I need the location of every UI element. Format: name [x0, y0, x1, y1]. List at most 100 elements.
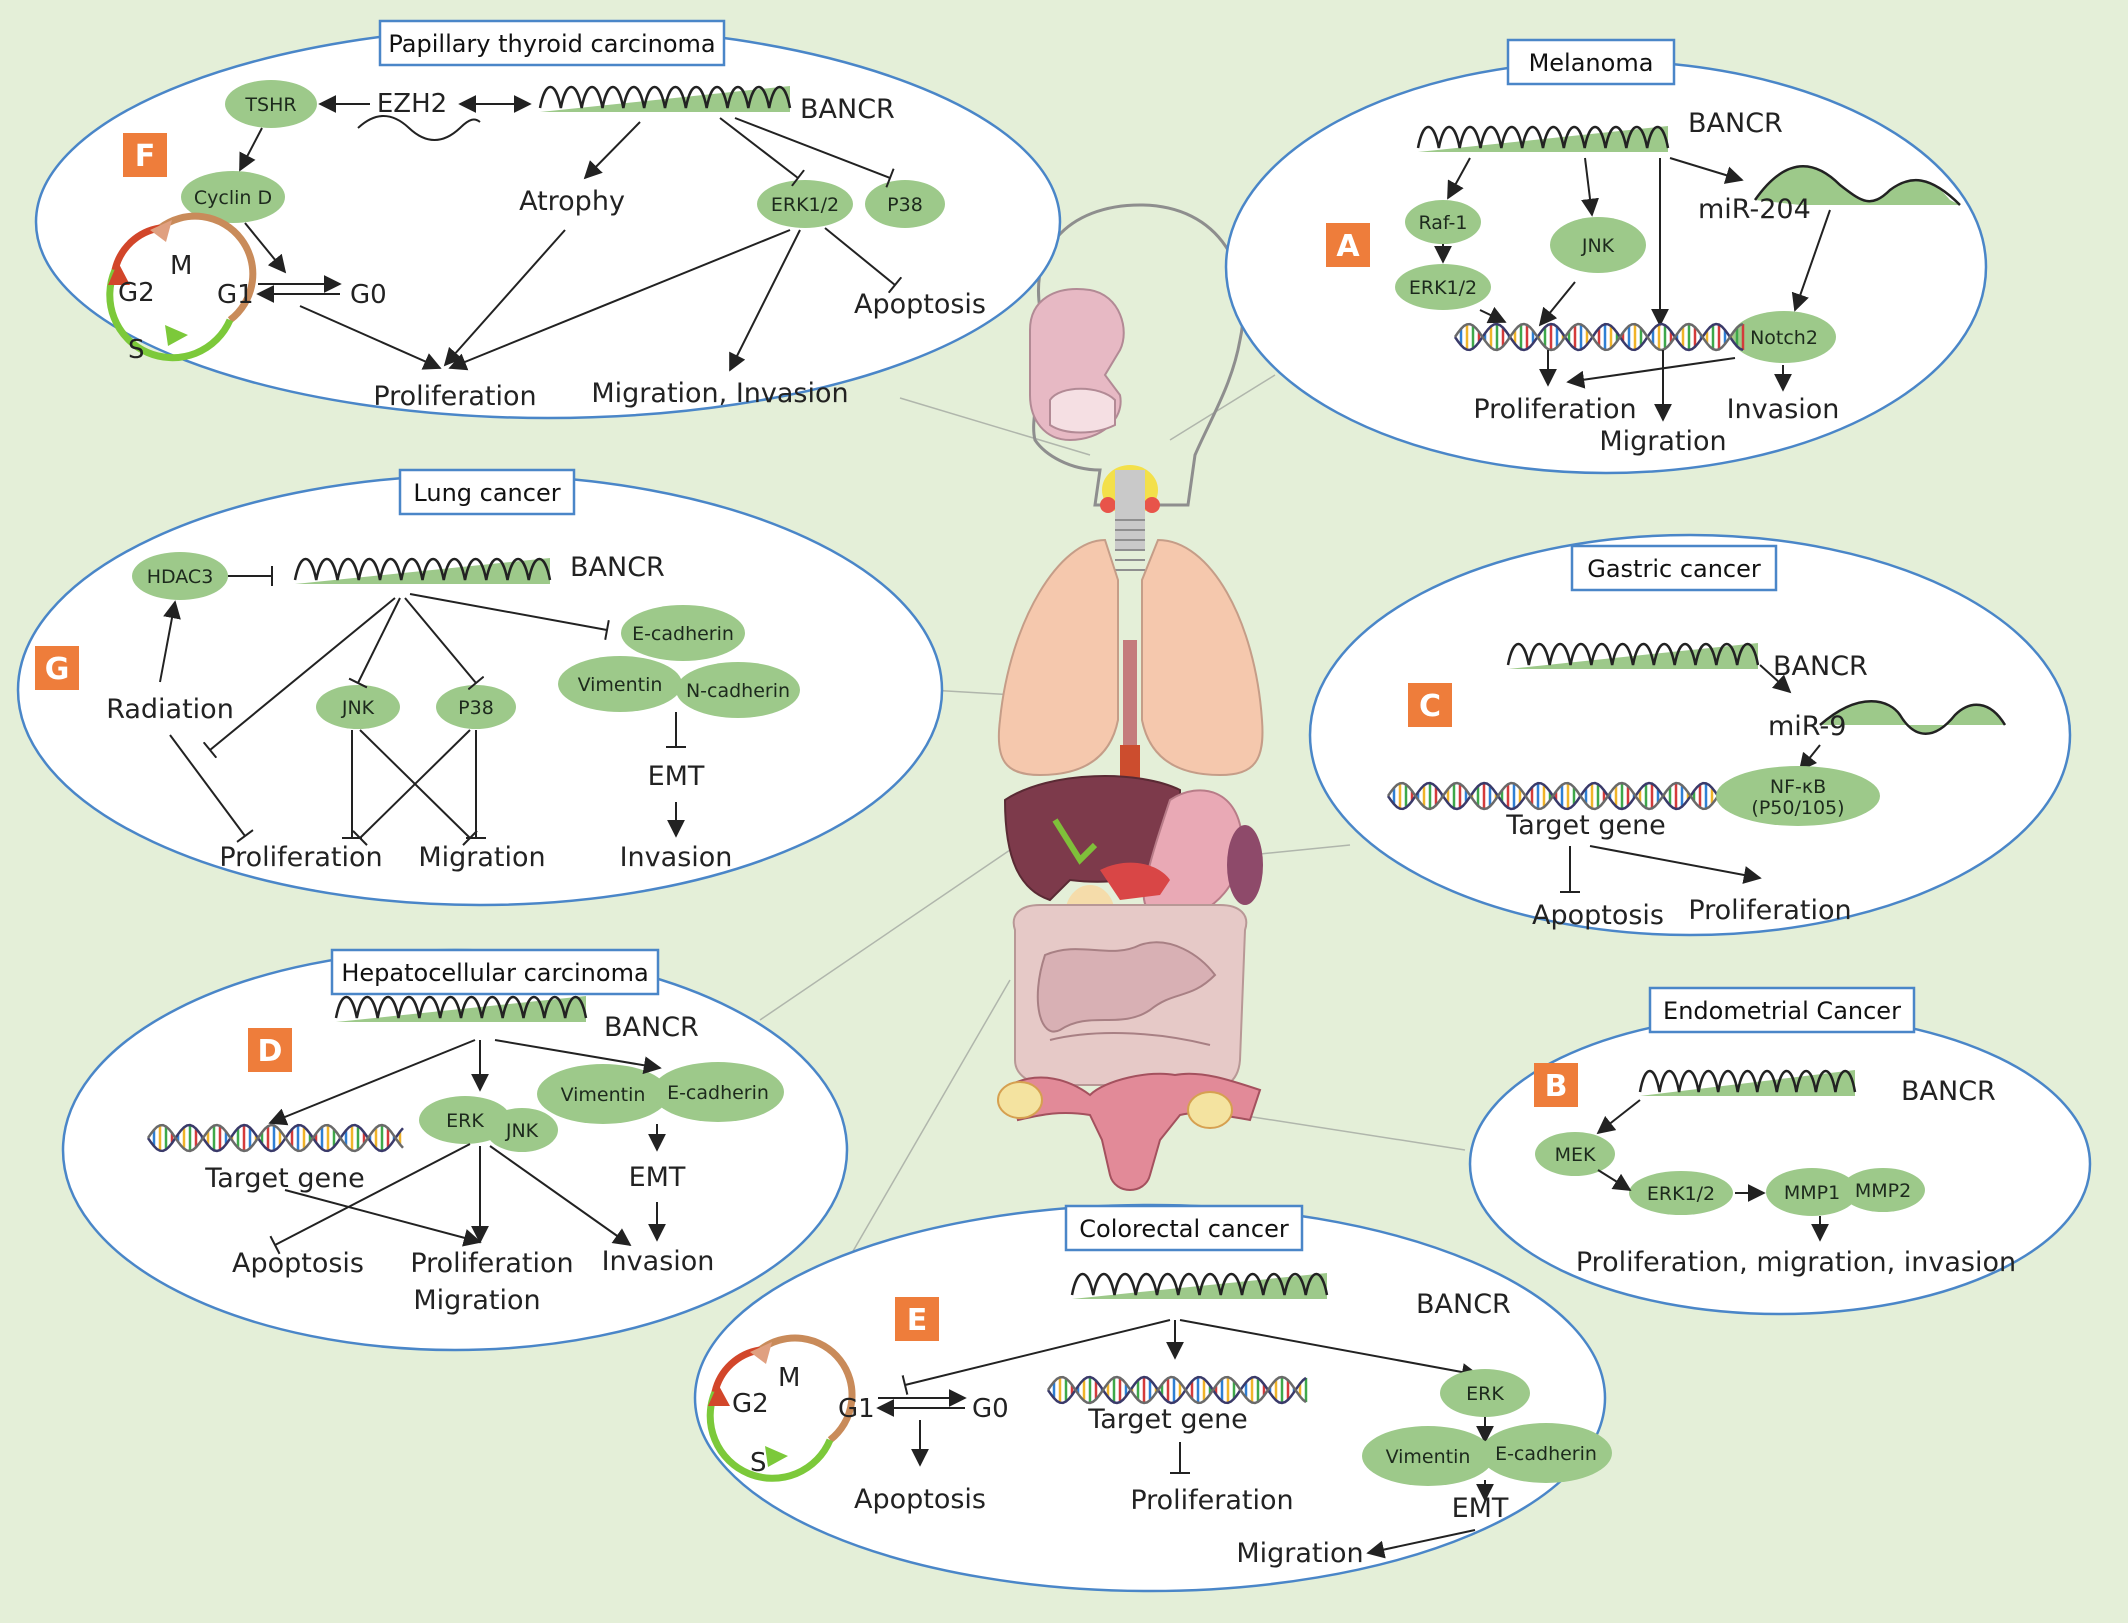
- badge-g: [35, 646, 79, 690]
- hcc-vim-node: [537, 1064, 669, 1124]
- wave-line: [334, 996, 588, 1019]
- hdac3-node: [132, 552, 228, 600]
- panel-melanoma: Melanoma A BANCR miR-204 Raf-1 ERK1/2 JN…: [1224, 38, 1988, 475]
- colorectal-target-gene-label: Target gene: [1087, 1404, 1248, 1435]
- nfkb-node: [1716, 766, 1880, 826]
- panel-hcc-title-box: [330, 948, 660, 996]
- panel-hcc-title: Hepatocellular carcinoma: [341, 959, 648, 987]
- wave-line: [1638, 1070, 1857, 1093]
- panel-colorectal-title: Colorectal cancer: [1079, 1215, 1289, 1243]
- panel-ptc-title-box: [378, 19, 726, 67]
- gastric-proliferation-label: Proliferation: [1688, 895, 1851, 926]
- panel-lung-cancer: Lung cancer G HDAC3 BANCR Radiation JNK …: [16, 468, 944, 907]
- badge-a-label: A: [1336, 229, 1360, 264]
- hcc-apoptosis-label: Apoptosis: [232, 1248, 364, 1279]
- endometrial-erk-label: ERK1/2: [1647, 1183, 1715, 1205]
- endometrial-erk-node: [1629, 1171, 1733, 1215]
- badge-b: [1534, 1063, 1578, 1107]
- wave-line: [1506, 643, 1760, 666]
- ptc-cycle-g2: G2: [118, 278, 155, 308]
- colorectal-vim-label: Vimentin: [1386, 1446, 1471, 1468]
- endometrial-outcome-label: Proliferation, migration, invasion: [1576, 1247, 2016, 1278]
- badge-g-label: G: [45, 652, 70, 687]
- wave-line: [538, 86, 792, 109]
- dna-strand: [1046, 1375, 1307, 1405]
- melanoma-bancr-label: BANCR: [1688, 108, 1783, 139]
- bancr-wave: [1638, 1070, 1857, 1096]
- panel-endometrial-title-box: [1648, 986, 1916, 1034]
- lung-invasion-label: Invasion: [620, 842, 733, 873]
- melanoma-invasion-label: Invasion: [1727, 394, 1840, 425]
- hdac3-label: HDAC3: [147, 566, 214, 588]
- badge-c: [1408, 683, 1452, 727]
- badge-f: [123, 133, 167, 177]
- mmp2-label: MMP2: [1855, 1180, 1911, 1202]
- gastric-bancr-label: BANCR: [1773, 651, 1868, 682]
- lung-ecad-node: [621, 605, 745, 661]
- panel-lung-title-box: [398, 468, 576, 516]
- panel-colorectal-cancer: Colorectal cancer E BANCR M G2 S G1 G0 A…: [693, 1203, 1612, 1593]
- hcc-dna: [146, 1123, 404, 1153]
- mek-node: [1535, 1132, 1615, 1176]
- panel-hepatocellular-carcinoma: Hepatocellular carcinoma D BANCR Target …: [61, 948, 849, 1352]
- bancr-wave: [1506, 643, 1760, 669]
- cyclin-d-node: [181, 171, 285, 223]
- colorectal-emt-label: EMT: [1452, 1493, 1509, 1524]
- colorectal-ecad-label: E-cadherin: [1495, 1443, 1597, 1465]
- ptc-cycle-s: S: [128, 335, 145, 365]
- gastric-target-gene-label: Target gene: [1505, 810, 1666, 841]
- hcc-emt-label: EMT: [629, 1162, 686, 1193]
- mir-204-label: miR-204: [1698, 194, 1811, 225]
- panel-melanoma-title: Melanoma: [1529, 49, 1654, 77]
- tshr-node: [225, 80, 317, 128]
- ptc-proliferation-label: Proliferation: [373, 381, 536, 412]
- ptc-erk-node: [757, 180, 853, 228]
- ptc-p38-node: [865, 180, 945, 228]
- bancr-wave: [538, 86, 792, 112]
- colorectal-g1: G1: [838, 1394, 875, 1424]
- colorectal-erk-node: [1440, 1369, 1530, 1417]
- lung-p38-node: [436, 685, 516, 729]
- trachea: [1115, 470, 1145, 550]
- panel-melanoma-title-box: [1506, 38, 1676, 86]
- panel-papillary-thyroid-carcinoma: Papillary thyroid carcinoma F BANCR TSHR…: [34, 19, 1062, 420]
- badge-b-label: B: [1545, 1069, 1568, 1104]
- panel-gastric-cancer: Gastric cancer C BANCR miR-9 NF-κB (P50/…: [1308, 533, 2072, 937]
- panel-endometrial-title: Endometrial Cancer: [1663, 997, 1901, 1025]
- hcc-erk-label: ERK: [446, 1110, 484, 1132]
- colorectal-cycle-g2: G2: [732, 1389, 769, 1419]
- colorectal-g0: G0: [972, 1394, 1009, 1424]
- panel-gastric-title: Gastric cancer: [1587, 555, 1761, 583]
- lung-vim-label: Vimentin: [578, 674, 663, 696]
- dna-strand: [1046, 1375, 1307, 1405]
- dna-strand: [146, 1123, 404, 1153]
- raf-node: [1405, 200, 1481, 244]
- colorectal-cycle-s: S: [750, 1448, 767, 1478]
- melanoma-proliferation-label: Proliferation: [1473, 394, 1636, 425]
- cell-cycle-icon-ptc: M G2 S: [106, 212, 257, 365]
- cell-cycle-icon-colorectal: M G2 S: [706, 1334, 856, 1482]
- panel-lung-title: Lung cancer: [413, 479, 560, 507]
- dna-strand: [146, 1123, 404, 1153]
- bancr-wave: [334, 996, 588, 1022]
- gastric-apoptosis-label: Apoptosis: [1532, 900, 1664, 931]
- badge-e-label: E: [907, 1303, 928, 1338]
- dna-strand: [1386, 781, 1720, 811]
- lung-emt-label: EMT: [648, 761, 705, 792]
- hcc-vim-label: Vimentin: [561, 1084, 646, 1106]
- panel-gastric-title-box: [1570, 544, 1778, 592]
- ptc-cycle-m: M: [170, 251, 192, 281]
- hcc-migration-label: Migration: [413, 1285, 540, 1316]
- colorectal-bancr-label: BANCR: [1416, 1289, 1511, 1320]
- right-lung: [1141, 538, 1264, 777]
- melanoma-erk-node: [1395, 264, 1491, 310]
- gastric-dna: [1386, 781, 1720, 811]
- hcc-ecad-node: [652, 1062, 784, 1122]
- colorectal-vim-node: [1362, 1426, 1494, 1486]
- tongue: [1049, 387, 1116, 434]
- mmp2-node: [1841, 1168, 1925, 1212]
- hcc-bancr-label: BANCR: [604, 1012, 699, 1043]
- colorectal-migration-label: Migration: [1236, 1538, 1363, 1569]
- mmp1-label: MMP1: [1784, 1182, 1840, 1204]
